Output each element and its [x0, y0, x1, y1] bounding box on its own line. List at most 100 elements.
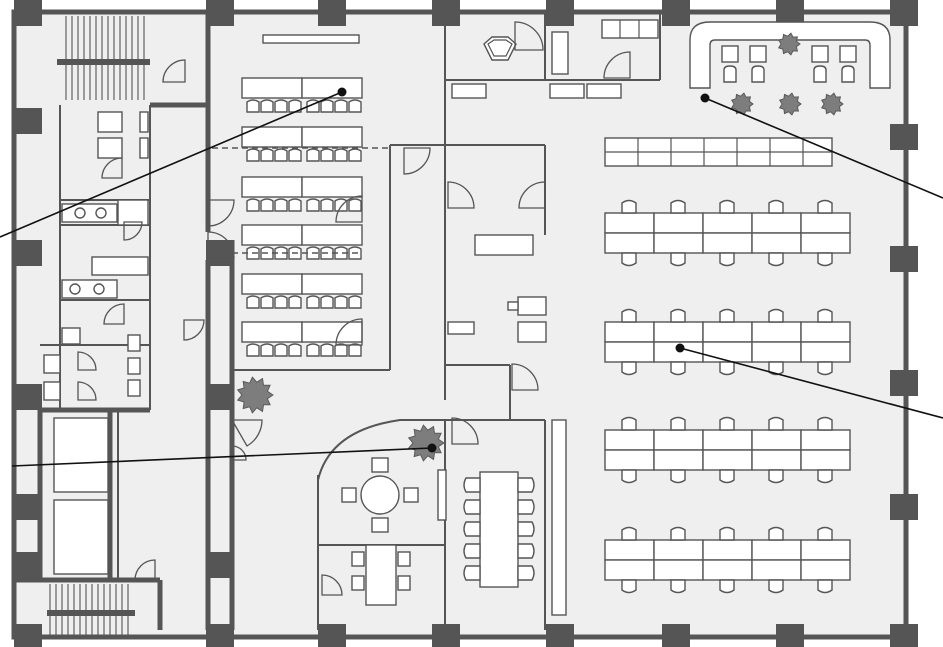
desk: [702, 341, 753, 363]
column: [206, 0, 234, 26]
door: [603, 51, 631, 79]
stairs-icon: [47, 16, 150, 636]
door: [335, 195, 363, 223]
desk: [702, 212, 753, 234]
column: [206, 240, 234, 266]
chair: [288, 198, 302, 212]
utility-cabinet: [117, 199, 149, 226]
chair: [306, 148, 320, 162]
chair: [348, 343, 362, 357]
door: [321, 574, 343, 596]
chair: [306, 343, 320, 357]
training-desk: [301, 176, 363, 198]
desk: [604, 212, 655, 234]
chair: [246, 343, 260, 357]
door: [77, 351, 97, 371]
training-room: [241, 77, 363, 357]
chair: [719, 416, 735, 431]
chair: [463, 521, 481, 537]
chair: [463, 499, 481, 515]
chair: [260, 343, 274, 357]
door: [231, 445, 247, 461]
training-desk: [241, 273, 303, 295]
column: [890, 0, 918, 26]
column: [318, 0, 346, 26]
chair: [768, 308, 784, 323]
chair: [274, 295, 288, 309]
desk: [702, 429, 753, 451]
chair: [260, 198, 274, 212]
chair: [817, 252, 833, 267]
meeting-pod: [341, 457, 447, 606]
desk: [653, 559, 704, 581]
plant-icon: [730, 92, 754, 116]
chair: [348, 99, 362, 113]
door: [162, 59, 186, 83]
chair: [306, 198, 320, 212]
plant-icon: [777, 32, 801, 56]
desk: [604, 232, 655, 254]
chair: [621, 416, 637, 431]
chair: [463, 543, 481, 559]
chair: [621, 252, 637, 267]
door: [451, 417, 479, 445]
column: [890, 124, 918, 150]
chair: [621, 579, 637, 594]
chair: [334, 198, 348, 212]
chair: [334, 99, 348, 113]
desk: [751, 212, 802, 234]
door: [103, 303, 125, 325]
chair: [621, 361, 637, 376]
column: [318, 624, 346, 647]
training-desk: [301, 273, 363, 295]
desk: [702, 449, 753, 471]
structural-columns: [14, 0, 918, 647]
door: [403, 147, 431, 175]
storage-shelf: [604, 137, 833, 167]
chair: [817, 308, 833, 323]
desk: [653, 449, 704, 471]
door: [134, 559, 156, 581]
chair: [260, 148, 274, 162]
chair: [670, 199, 686, 214]
desk: [653, 429, 704, 451]
column: [546, 624, 574, 647]
desk: [702, 321, 753, 343]
chair: [246, 148, 260, 162]
desk: [800, 539, 851, 561]
column: [14, 0, 42, 26]
restroom-fixtures: [43, 111, 149, 401]
column: [890, 246, 918, 272]
chair: [288, 295, 302, 309]
column: [206, 624, 234, 647]
plant-icon: [236, 376, 274, 414]
chair: [719, 361, 735, 376]
chair: [670, 361, 686, 376]
training-desk: [301, 224, 363, 246]
desk: [751, 341, 802, 363]
column: [14, 552, 42, 578]
chair: [670, 526, 686, 541]
column: [14, 624, 42, 647]
chair: [719, 252, 735, 267]
chair: [768, 469, 784, 484]
chair: [768, 579, 784, 594]
chair: [768, 526, 784, 541]
toilet-icon: [43, 111, 149, 401]
door-swing-icon: [77, 21, 631, 596]
whiteboard: [262, 34, 360, 44]
desk: [751, 429, 802, 451]
desk: [800, 212, 851, 234]
side-credenza: [551, 419, 567, 616]
column: [662, 624, 690, 647]
chair: [320, 99, 334, 113]
door: [447, 181, 475, 209]
armchair: [749, 45, 767, 63]
column: [432, 624, 460, 647]
chair: [670, 252, 686, 267]
column: [776, 624, 804, 647]
chair: [348, 198, 362, 212]
desk: [653, 212, 704, 234]
conference-table: [479, 471, 519, 588]
chair: [274, 246, 288, 260]
